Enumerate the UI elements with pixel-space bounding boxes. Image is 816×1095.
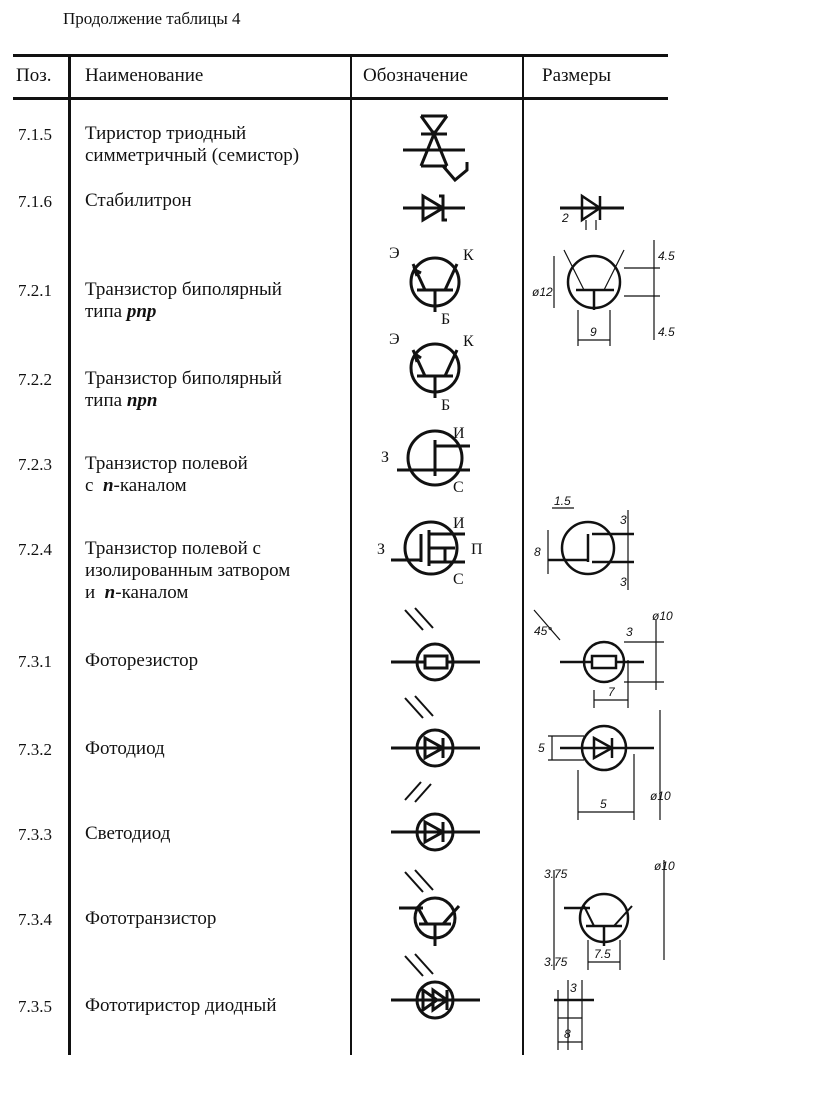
photodiode-symbol bbox=[391, 695, 480, 768]
npn-transistor-symbol bbox=[409, 342, 461, 398]
col-divider-1 bbox=[68, 55, 71, 1055]
dim-label: 3 bbox=[620, 513, 627, 527]
label-drain: С bbox=[453, 571, 464, 588]
header-pos: Поз. bbox=[16, 65, 52, 86]
symbols-column: Э К Б Э К Б З И С З И П С bbox=[377, 114, 483, 1020]
dim-label: 3.75 bbox=[544, 955, 568, 969]
dim-label: 4.5 bbox=[658, 325, 675, 339]
photothyristor-symbol bbox=[391, 953, 480, 1020]
pnp-transistor-symbol bbox=[409, 256, 461, 312]
dim-label: 45° bbox=[534, 624, 552, 638]
mosfet-symbol bbox=[391, 520, 465, 576]
dim-label: 8 bbox=[564, 1027, 571, 1041]
phototransistor-dimension-drawing bbox=[553, 860, 665, 970]
col-divider-3 bbox=[522, 55, 524, 1055]
header-size: Размеры bbox=[542, 65, 611, 86]
table-caption: Продолжение таблицы 4 bbox=[63, 9, 241, 28]
label-substrate: П bbox=[471, 541, 483, 558]
row-pos: 7.3.1 bbox=[18, 652, 52, 671]
col-divider-2 bbox=[350, 55, 352, 1055]
label-collector: К bbox=[463, 247, 474, 264]
dim-label: 1.5 bbox=[554, 494, 571, 508]
label-collector: К bbox=[463, 333, 474, 350]
zener-dimension-drawing bbox=[560, 193, 624, 230]
label-emitter: Э bbox=[389, 245, 400, 262]
zener-diode-symbol bbox=[403, 193, 465, 223]
dim-label: ø10 bbox=[654, 859, 675, 873]
dim-label: ø12 bbox=[532, 285, 553, 299]
label-gate: З bbox=[381, 449, 389, 466]
dim-label: 2 bbox=[561, 211, 569, 225]
jfet-symbol bbox=[397, 429, 470, 487]
dim-label: ø10 bbox=[650, 789, 671, 803]
dimensions-column: 2 4.5 ø12 9 4.5 1.5 3 8 3 45° ø10 3 7 5 … bbox=[532, 193, 675, 1050]
row-name: Фототранзистор bbox=[85, 908, 217, 929]
row-pos: 7.1.5 bbox=[18, 125, 52, 144]
row-pos: 7.3.3 bbox=[18, 825, 52, 844]
phototransistor-symbol bbox=[399, 869, 461, 946]
dim-label: 3 bbox=[620, 575, 627, 589]
pnp-dimension-drawing bbox=[553, 240, 660, 346]
row-pos: 7.3.4 bbox=[18, 910, 52, 929]
dim-label: 3 bbox=[570, 981, 577, 995]
header-bottom-rule bbox=[13, 97, 668, 100]
row-name: Фотодиод bbox=[85, 738, 165, 759]
dim-label: ø10 bbox=[652, 609, 673, 623]
photoresistor-symbol bbox=[391, 607, 480, 682]
row-name: Фототиристор диодный bbox=[85, 995, 277, 1016]
dim-label: 9 bbox=[590, 325, 597, 339]
dim-label: 4.5 bbox=[658, 249, 675, 263]
dim-label: 3.75 bbox=[544, 867, 568, 881]
row-name: Стабилитрон bbox=[85, 190, 192, 211]
triac-symbol bbox=[403, 114, 469, 183]
photodiode-dimension-drawing bbox=[548, 710, 661, 820]
label-emitter: Э bbox=[389, 331, 400, 348]
photoresistor-dimension-drawing bbox=[533, 609, 664, 708]
photothyristor-dimension-drawing bbox=[554, 980, 594, 1050]
label-gate: З bbox=[377, 541, 385, 558]
row-pos: 7.2.2 bbox=[18, 370, 52, 389]
label-source: И bbox=[453, 425, 465, 442]
row-pos: 7.2.3 bbox=[18, 455, 52, 474]
mosfet-dimension-drawing bbox=[547, 507, 634, 590]
header-symbol: Обозначение bbox=[363, 65, 468, 86]
header-name: Наименование bbox=[85, 65, 204, 86]
table-top-rule bbox=[13, 54, 668, 57]
row-name: Светодиод bbox=[85, 823, 171, 844]
label-base: Б bbox=[441, 397, 450, 414]
dim-label: 8 bbox=[534, 545, 541, 559]
dim-label: 7 bbox=[608, 685, 616, 699]
dim-label: 5 bbox=[600, 797, 607, 811]
dim-label: 5 bbox=[538, 741, 545, 755]
label-drain: С bbox=[453, 479, 464, 496]
row-pos: 7.1.6 bbox=[18, 192, 52, 211]
row-pos: 7.2.1 bbox=[18, 281, 52, 300]
dim-label: 3 bbox=[626, 625, 633, 639]
label-base: Б bbox=[441, 311, 450, 328]
row-pos: 7.3.5 bbox=[18, 997, 52, 1016]
row-pos: 7.2.4 bbox=[18, 540, 52, 559]
row-pos: 7.3.2 bbox=[18, 740, 52, 759]
led-symbol bbox=[391, 781, 480, 852]
dim-label: 7.5 bbox=[594, 947, 611, 961]
label-source: И bbox=[453, 515, 465, 532]
row-name: Фоторезистор bbox=[85, 650, 199, 671]
